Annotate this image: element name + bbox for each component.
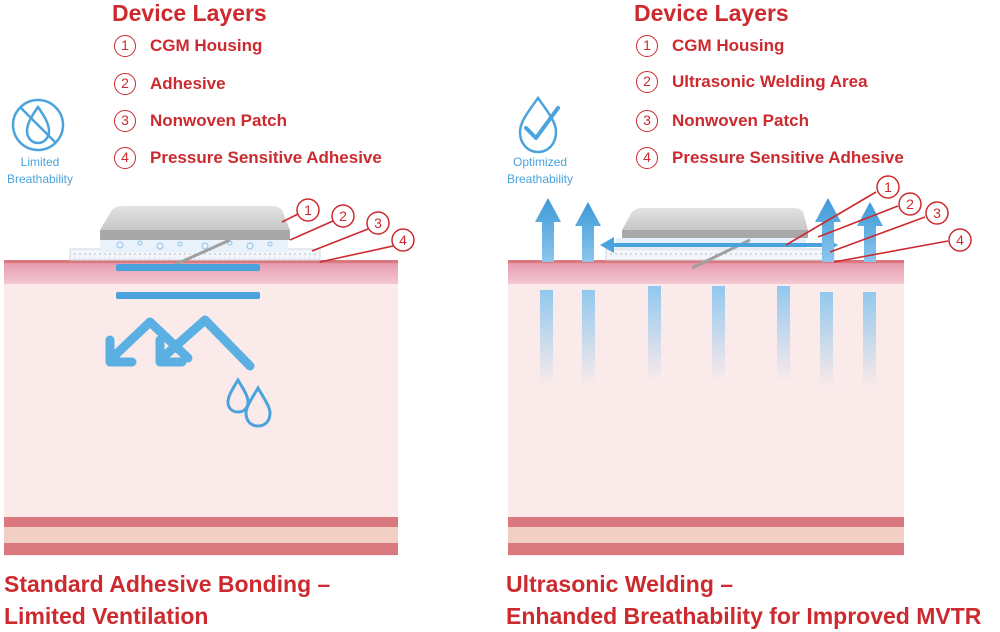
legend-item-housing: 1 CGM Housing: [636, 35, 784, 57]
vapor-channels: [540, 286, 876, 388]
right-panel: Device Layers 1 CGM Housing 2 Ultrasonic…: [500, 0, 1000, 631]
legend-item-nonwoven: 3 Nonwoven Patch: [636, 110, 809, 132]
legend-label: CGM Housing: [672, 36, 785, 55]
callout-2: 2: [339, 208, 347, 224]
cgm-housing: [100, 206, 290, 230]
tissue-band: [4, 517, 398, 527]
legend-item-housing: 1 CGM Housing: [114, 35, 262, 57]
callout-4: 4: [399, 232, 407, 248]
right-diagram: 1 2 3 4: [508, 95, 972, 556]
legend-item-nonwoven: 3 Nonwoven Patch: [114, 110, 287, 132]
skin-surface: [4, 260, 398, 284]
callout-2: 2: [906, 196, 914, 212]
callout-1: 1: [304, 202, 312, 218]
legend-label: Nonwoven Patch: [672, 111, 809, 130]
legend-number: 1: [114, 35, 136, 57]
legend-label: Ultrasonic Welding Area: [672, 72, 868, 91]
callout-1: 1: [884, 179, 892, 195]
breathability-label: Optimized Breathability: [506, 155, 574, 186]
callout-lines: [785, 191, 949, 263]
skin-layer: [508, 260, 904, 556]
skin-surface: [508, 260, 904, 284]
caption: Standard Adhesive Bonding – Limited Vent…: [4, 571, 331, 629]
legend-label: Nonwoven Patch: [150, 111, 287, 130]
upward-vapor-arrows: [535, 198, 883, 262]
legend-item-adhesive: 2 Adhesive: [114, 73, 226, 95]
legend-label: Pressure Sensitive Adhesive: [150, 148, 382, 167]
legend-item-psa: 4 Pressure Sensitive Adhesive: [114, 147, 382, 169]
no-water-drop-icon: [11, 98, 65, 152]
skin-layer: [4, 260, 398, 556]
legend-title: Device Layers: [112, 0, 267, 26]
legend-number: 4: [114, 147, 136, 169]
legend-label: Adhesive: [150, 74, 226, 93]
tissue-band: [508, 517, 904, 527]
callout-lines: [281, 213, 394, 263]
cgm-housing: [622, 208, 808, 230]
moisture-barrier: [116, 292, 260, 299]
water-drop-check-icon: [518, 95, 560, 154]
moisture-bounce-arrows: [105, 315, 255, 371]
legend-label: Pressure Sensitive Adhesive: [672, 148, 904, 167]
legend-number: 2: [636, 71, 658, 93]
caption: Ultrasonic Welding – Enhanded Breathabil…: [506, 571, 982, 629]
trapped-droplets-icon: [226, 377, 272, 428]
adhesive-layer: [100, 238, 288, 252]
moisture-barrier: [116, 264, 260, 271]
callout-3: 3: [933, 205, 941, 221]
callout-3: 3: [374, 215, 382, 231]
breathability-label: Limited Breathability: [6, 155, 74, 186]
legend-number: 3: [636, 110, 658, 132]
sensor-filament: [171, 238, 231, 268]
legend-item-psa: 4 Pressure Sensitive Adhesive: [636, 147, 904, 169]
callout-4: 4: [956, 232, 964, 248]
legend-number: 1: [636, 35, 658, 57]
left-panel: Device Layers 1 CGM Housing 2 Adhesive 3…: [0, 0, 500, 631]
legend-number: 4: [636, 147, 658, 169]
legend-item-welding: 2 Ultrasonic Welding Area: [636, 71, 868, 93]
left-diagram: 1 2 3 4: [4, 98, 415, 556]
legend-number: 3: [114, 110, 136, 132]
legend-number: 2: [114, 73, 136, 95]
legend-title: Device Layers: [634, 0, 789, 26]
legend-label: CGM Housing: [150, 36, 263, 55]
